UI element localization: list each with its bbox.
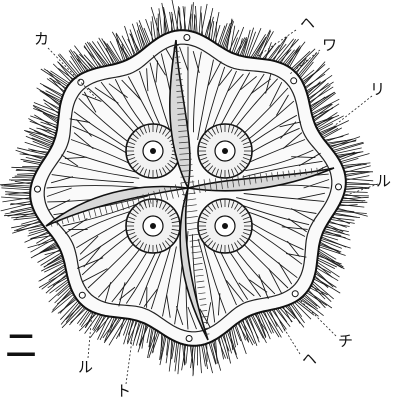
label-ru-bottom: ル xyxy=(78,358,93,376)
label-he-bottom: ヘ xyxy=(302,350,317,368)
label-chi: チ xyxy=(338,332,353,350)
label-ri: リ xyxy=(370,80,385,98)
label-ru-right: ル xyxy=(376,172,391,190)
label-wa: ワ xyxy=(322,36,337,54)
label-he-top: ヘ xyxy=(300,14,315,32)
label-ka: カ xyxy=(34,30,49,48)
figure-number: 二 xyxy=(6,329,36,364)
label-to: ト xyxy=(116,382,131,400)
